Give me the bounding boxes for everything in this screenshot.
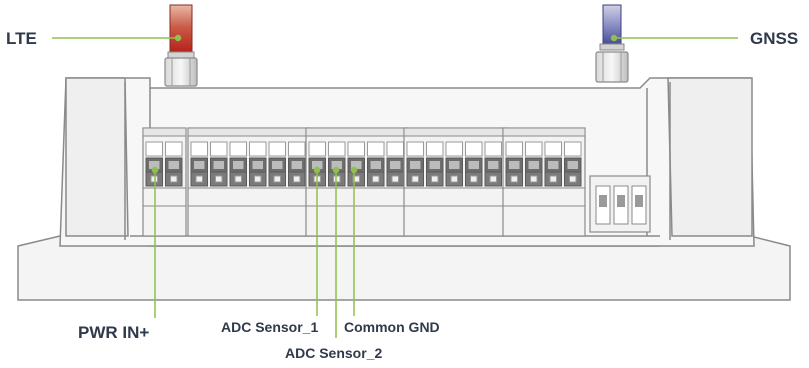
terminal-pin-icon: [386, 141, 404, 187]
adc-sensor-2-label: ADC Sensor_2: [285, 345, 382, 361]
terminal-pin-icon: [505, 141, 523, 187]
lte-antenna-icon: [164, 4, 198, 87]
terminal-pin-icon: [564, 141, 582, 187]
terminal-pin-icon: [525, 141, 543, 187]
terminal-block-strip: [142, 127, 586, 237]
terminal-pin-icon: [288, 141, 306, 187]
terminal-pin-icon: [249, 141, 267, 187]
terminal-pin-icon: [367, 141, 385, 187]
terminal-pin-icon: [484, 141, 502, 187]
terminal-pin-icon: [465, 141, 483, 187]
terminal-pin-icon: [347, 141, 365, 187]
gnd-leader-dot: [350, 166, 358, 174]
terminal-pin-icon: [229, 141, 247, 187]
adc2-leader-dot: [332, 166, 340, 174]
terminal-block: [403, 127, 507, 237]
common-gnd-label: Common GND: [344, 319, 440, 335]
adc-sensor-1-label: ADC Sensor_1: [221, 319, 318, 335]
terminal-pin-icon: [406, 141, 424, 187]
pwr-in-label: PWR IN+: [78, 323, 149, 342]
terminal-pin-icon: [544, 141, 562, 187]
terminal-pin-icon: [445, 141, 463, 187]
terminal-block: [502, 127, 586, 237]
terminal-pin-icon: [426, 141, 444, 187]
gnss-antenna-icon: [595, 4, 629, 83]
gnss-leader-dot: [610, 34, 618, 42]
terminal-pin-icon: [268, 141, 286, 187]
leader-lines: [52, 34, 738, 338]
lte-leader-dot: [174, 34, 182, 42]
lte-label: LTE: [6, 29, 37, 48]
terminal-block: [187, 127, 310, 237]
dip-switch-icon: [589, 175, 651, 233]
gnss-label: GNSS: [750, 29, 798, 48]
terminal-pin-icon: [210, 141, 228, 187]
adc1-leader-dot: [313, 166, 321, 174]
terminal-block: [305, 127, 409, 237]
terminal-pin-icon: [190, 141, 208, 187]
terminal-pin-icon: [165, 141, 183, 187]
terminal-block: [142, 127, 187, 237]
pwr-leader-dot: [151, 166, 159, 174]
